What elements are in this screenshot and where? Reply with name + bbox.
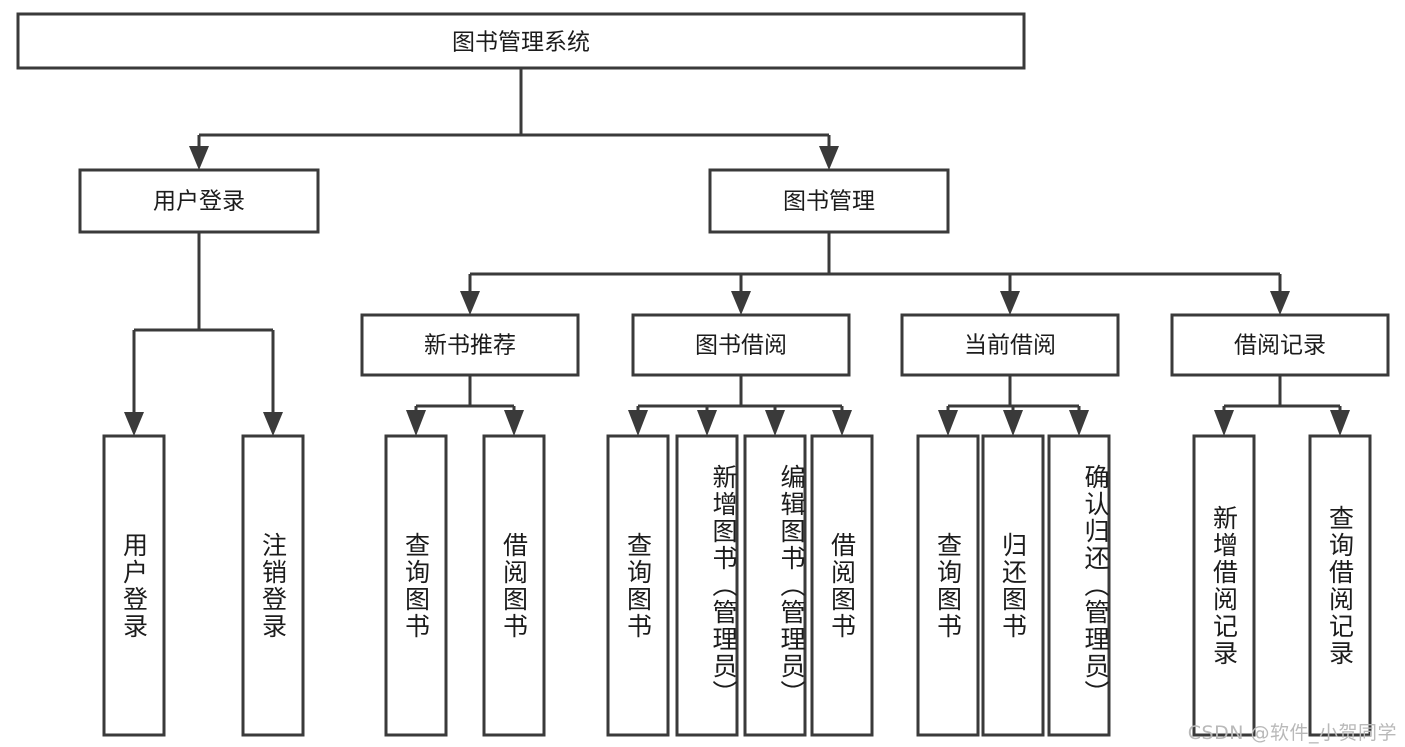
arrowhead-leaf-query-book-cur (938, 410, 958, 436)
node-borrow-record-label: 借阅记录 (1234, 333, 1326, 359)
node-current-borrow[interactable]: 当前借阅 (900, 313, 1120, 377)
node-root-label: 图书管理系统 (452, 30, 590, 56)
node-book-manage-box[interactable] (708, 168, 950, 234)
arrowhead-leaf-query-record (1330, 410, 1350, 436)
node-leaf-user-logout-box[interactable] (241, 434, 305, 737)
arrowhead-new-book-rec (460, 291, 480, 315)
node-borrow-record-box[interactable] (1170, 313, 1390, 377)
node-leaf-query-book-box[interactable] (606, 434, 670, 737)
arrowhead-leaf-edit-book (765, 410, 785, 436)
node-root-box[interactable] (16, 12, 1026, 70)
node-book-borrow[interactable]: 图书借阅 (631, 313, 851, 377)
arrowhead-bookmanage (819, 146, 839, 170)
arrowhead-leaf-query-book (628, 410, 648, 436)
node-new-book-rec-label: 新书推荐 (424, 333, 516, 359)
node-current-borrow-box[interactable] (900, 313, 1120, 377)
arrowhead-leaf-add-record (1214, 410, 1234, 436)
node-leaf-return-book-box[interactable] (981, 434, 1045, 737)
node-new-book-rec[interactable]: 新书推荐 (360, 313, 580, 377)
node-leaf-user-login-box[interactable] (102, 434, 166, 737)
node-leaf-add-record-box[interactable] (1192, 434, 1256, 737)
arrowhead-userlogin (189, 146, 209, 170)
node-user-login-box[interactable] (78, 168, 320, 234)
arrowhead-leaf-user-logout (263, 412, 283, 436)
node-leaf-borrow-book-rec-box[interactable] (482, 434, 546, 737)
arrowhead-leaf-confirm-return (1069, 410, 1089, 436)
arrowhead-leaf-borrow-book-rec (504, 410, 524, 436)
arrowhead-book-borrow (731, 291, 751, 315)
node-leaf-query-record-box[interactable] (1308, 434, 1372, 737)
node-book-manage[interactable]: 图书管理 (708, 168, 950, 234)
arrowhead-leaf-user-login (124, 412, 144, 436)
leaf-box-layer (102, 434, 1372, 737)
arrowhead-leaf-add-book (697, 410, 717, 436)
arrowhead-current-borrow (1000, 291, 1020, 315)
csdn-watermark: CSDN @软件_小贺同学 (1187, 722, 1397, 744)
connector-layer (124, 68, 1350, 436)
node-leaf-borrow-book-box[interactable] (810, 434, 874, 737)
node-root[interactable]: 图书管理系统 (16, 12, 1026, 70)
node-book-borrow-box[interactable] (631, 313, 851, 377)
arrowhead-leaf-borrow-book (832, 410, 852, 436)
node-user-login[interactable]: 用户登录 (78, 168, 320, 234)
node-leaf-confirm-return-box[interactable] (1047, 434, 1111, 737)
node-borrow-record[interactable]: 借阅记录 (1170, 313, 1390, 377)
node-user-login-label: 用户登录 (153, 189, 245, 215)
node-current-borrow-label: 当前借阅 (964, 333, 1056, 359)
node-new-book-rec-box[interactable] (360, 313, 580, 377)
node-leaf-add-book-box[interactable] (675, 434, 739, 737)
arrowhead-leaf-query-book-rec (406, 410, 426, 436)
node-book-manage-label: 图书管理 (783, 189, 875, 215)
node-leaf-query-book-cur-box[interactable] (916, 434, 980, 737)
arrowhead-leaf-return-book (1003, 410, 1023, 436)
arrowhead-borrow-record (1270, 291, 1290, 315)
node-leaf-query-book-rec-box[interactable] (384, 434, 448, 737)
node-book-borrow-label: 图书借阅 (695, 333, 787, 359)
node-leaf-edit-book-box[interactable] (743, 434, 807, 737)
